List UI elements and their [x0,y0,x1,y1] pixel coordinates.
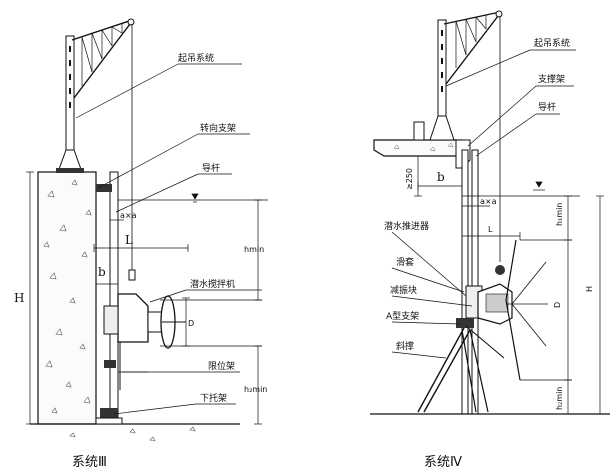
s4-callout-guide-rod: 导杆 [538,101,556,113]
s4-callout-damper: 减振块 [390,284,417,296]
s4-callout-a-frame: A型支架 [386,310,419,322]
s3-dim-axa: a×a [120,211,137,220]
crane-mast [56,35,84,173]
s4-callout-brace: 斜撑 [396,340,414,352]
s4-callout-thruster: 潜水推进器 [384,220,429,232]
s4-callout-support-frame: 支撑架 [538,73,565,85]
s3-dim-hmin: hmin [244,245,264,254]
system-3-leaders [75,63,262,415]
s3-callout-swivel-bracket: 转向支架 [200,122,236,134]
s4-dim-L: L [488,225,493,234]
crane-jib [71,18,135,99]
floor-texture [69,426,196,442]
s3-callout-lower-bracket: 下托架 [200,392,227,404]
system-4-dimensions [414,155,604,415]
s4-dim-axa: a×a [480,197,497,206]
s4-dim-b: b [437,170,445,184]
s4-callout-lifting-system: 起吊系统 [534,37,570,49]
crane-mast-4 [429,19,455,141]
system-3-drawing [26,18,268,442]
s3-dim-h2min: h₂min [244,385,267,394]
s3-dim-b: b [98,265,106,279]
s4-dim-H: H [585,286,594,292]
s4-dim-D: D [553,302,562,308]
s4-dim-h1min: h₁min [555,203,564,226]
concrete-wall [37,171,97,425]
submersible-mixer [103,293,186,390]
s4-dim-h2min: h₂min [555,387,564,410]
a-frame [461,325,505,413]
s3-dim-D: D [188,319,194,328]
s3-caption: 系统Ⅲ [72,455,107,470]
system-4-drawing [370,10,610,415]
submersible-thruster [456,239,548,381]
s3-dim-L: L [125,233,133,247]
crane-jib-4 [443,10,503,85]
s4-caption: 系统Ⅳ [424,455,462,470]
s3-dim-H: H [14,291,24,305]
s3-callout-guide-rod: 导杆 [202,162,220,174]
guide-rail [95,171,123,425]
system-3-dimensions [26,171,268,425]
system-4-leaders [391,49,576,359]
s3-callout-limit-frame: 限位架 [208,360,235,372]
s4-callout-sleeve: 滑套 [396,256,414,268]
diagonal-brace [417,327,471,413]
s3-callout-submersible-mixer: 潜水搅拌机 [190,278,235,290]
s3-callout-lifting-system: 起吊系统 [178,52,214,64]
s4-dim-ge250: ≥250 [405,168,414,190]
